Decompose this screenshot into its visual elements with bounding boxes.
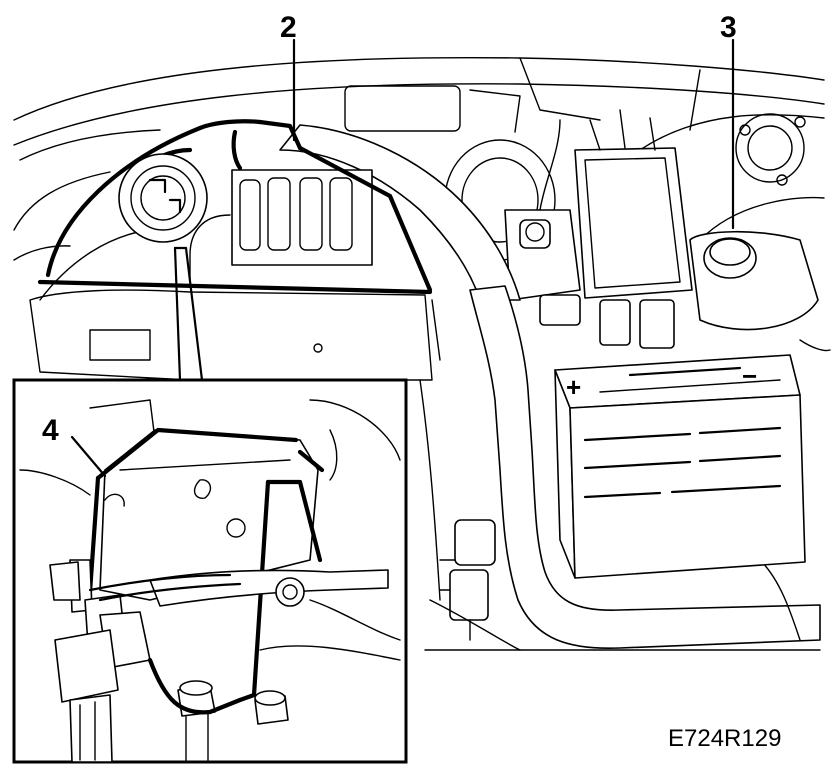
callout-2-label: 2 xyxy=(280,11,297,44)
leader-lines-to-inset xyxy=(173,246,204,382)
battery-minus-sign: − xyxy=(742,361,757,391)
engine-bay-background xyxy=(13,56,831,651)
detail-inset xyxy=(12,378,408,764)
callout-4-label: 4 xyxy=(42,414,59,447)
callout-3-label: 3 xyxy=(720,11,737,44)
battery-plus-sign: + xyxy=(566,372,581,402)
sensor-housing xyxy=(118,153,208,243)
figure-reference-code: E724R129 xyxy=(668,725,781,752)
callout-4-leader xyxy=(70,435,107,478)
battery: + − xyxy=(554,354,806,579)
